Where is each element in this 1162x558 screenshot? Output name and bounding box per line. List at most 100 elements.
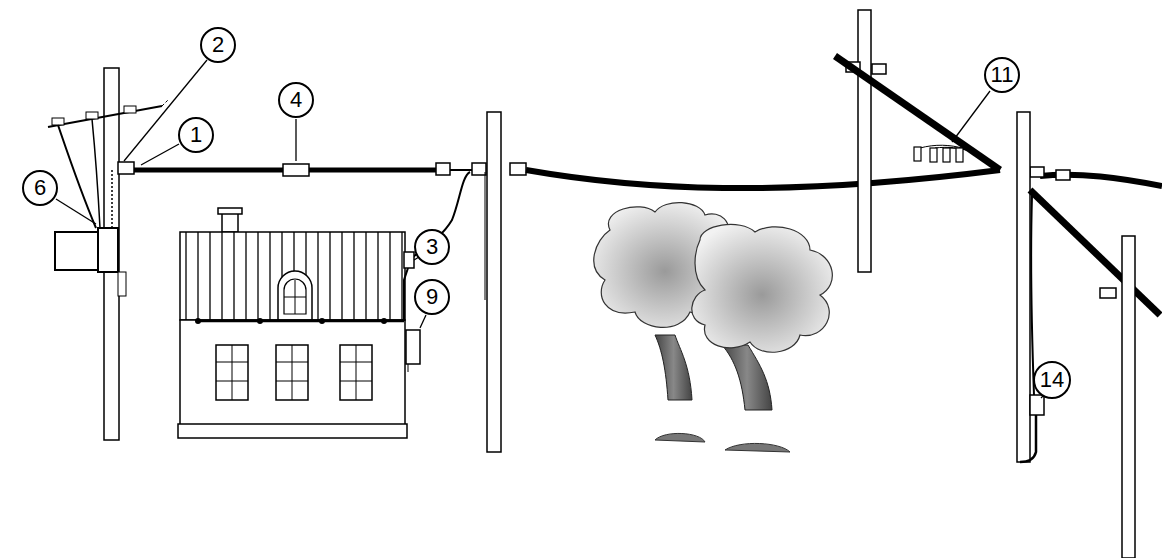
branch-poles-part [948, 148, 1000, 170]
house-part [276, 362, 308, 363]
house-part [276, 381, 308, 382]
callout-circle: 9 [414, 279, 450, 315]
branch-poles-part [960, 148, 1000, 170]
house-part [196, 320, 404, 323]
transformer-pole-part [55, 232, 103, 270]
branch-poles-part [1020, 415, 1036, 462]
transformer-pole-part [92, 119, 100, 228]
house-part [216, 345, 372, 400]
house-part [178, 424, 407, 438]
callout-number: 3 [426, 236, 438, 258]
house-part [195, 318, 201, 324]
intermediate-pole [412, 112, 501, 452]
trees-part [655, 335, 692, 400]
branch-poles-part [943, 148, 950, 162]
transformer-pole-part [86, 112, 98, 119]
callout-number: 6 [34, 177, 46, 199]
branch-poles-part [914, 147, 963, 162]
branch-poles-part [920, 145, 1000, 170]
transformer-pole-part [162, 100, 168, 106]
house-part [216, 362, 248, 363]
overhead-cable-part [1056, 170, 1070, 180]
branch-poles-part [914, 147, 921, 161]
house-part [232, 345, 233, 400]
house-part [406, 330, 420, 364]
house-part [340, 345, 372, 400]
callout-number: 9 [426, 286, 438, 308]
branch-poles-part [935, 147, 1000, 170]
transformer-pole-part [111, 170, 113, 228]
house-part [340, 381, 372, 382]
leader-line-part [952, 91, 990, 142]
callout-circle: 11 [984, 57, 1021, 94]
transformer-pole [48, 68, 168, 440]
callout-circle: 14 [1033, 361, 1071, 399]
overhead-cable-part [510, 163, 526, 175]
house-part [319, 318, 325, 324]
overhead-cable-part [472, 163, 486, 175]
branch-poles-part [956, 148, 963, 162]
trees [594, 203, 833, 452]
trees-part [722, 345, 772, 410]
house-part [284, 279, 306, 314]
overhead-cable-part [526, 170, 1000, 188]
callout-circle: 3 [414, 229, 450, 265]
callout-number: 11 [991, 64, 1014, 86]
house-part [340, 362, 372, 363]
callout-circle: 4 [278, 82, 314, 118]
leader-line-part [420, 315, 426, 328]
trees-part [655, 433, 790, 452]
trees-part [692, 224, 833, 352]
house-part [218, 208, 242, 214]
house [178, 208, 420, 438]
house-part [216, 381, 248, 382]
house-part [180, 320, 405, 426]
house-part [356, 345, 357, 400]
callout-circle: 2 [200, 27, 236, 63]
branch-poles-part [858, 10, 871, 272]
branch-poles-part [1100, 288, 1116, 298]
intermediate-pole-part [487, 112, 501, 452]
callout-number: 2 [212, 34, 224, 56]
branch-poles-part [1030, 395, 1044, 415]
house-part [276, 345, 308, 400]
leader-line-part [124, 60, 207, 161]
house-part [180, 232, 405, 320]
overhead-cable [134, 163, 1162, 188]
branch-poles-part [930, 148, 937, 162]
house-part [292, 345, 293, 400]
branch-poles-part [920, 145, 1000, 170]
house-part [257, 318, 263, 324]
house-part [216, 345, 248, 400]
leader-line [56, 60, 1043, 398]
house-part [216, 345, 372, 400]
overhead-cable-part [283, 164, 309, 176]
transformer-pole-part [118, 162, 134, 174]
house-part [404, 252, 414, 268]
branch-poles [835, 10, 1160, 558]
callout-number: 1 [190, 124, 202, 146]
transformer-pole-part [98, 228, 118, 272]
leader-line-part [141, 144, 179, 165]
callout-number: 14 [1040, 369, 1064, 391]
branch-poles-part [835, 56, 1000, 170]
callout-circle: 6 [22, 170, 58, 206]
house-part [284, 297, 306, 298]
branch-poles-part [1122, 236, 1135, 558]
house-part [408, 364, 409, 372]
branch-poles-part [1031, 196, 1034, 395]
transformer-pole-part [124, 106, 136, 113]
house-part [222, 212, 238, 232]
callout-number: 4 [290, 89, 302, 111]
house-part [404, 268, 408, 321]
intermediate-pole-part [485, 172, 486, 300]
branch-poles-part [872, 64, 886, 74]
callout-circle: 1 [178, 117, 214, 153]
transformer-pole-part [118, 272, 126, 296]
transformer-pole-part [48, 106, 162, 127]
branch-poles-part [1030, 190, 1160, 315]
overhead-cable-part [1030, 167, 1044, 177]
house-part [381, 318, 387, 324]
overhead-cable-part [436, 163, 450, 175]
